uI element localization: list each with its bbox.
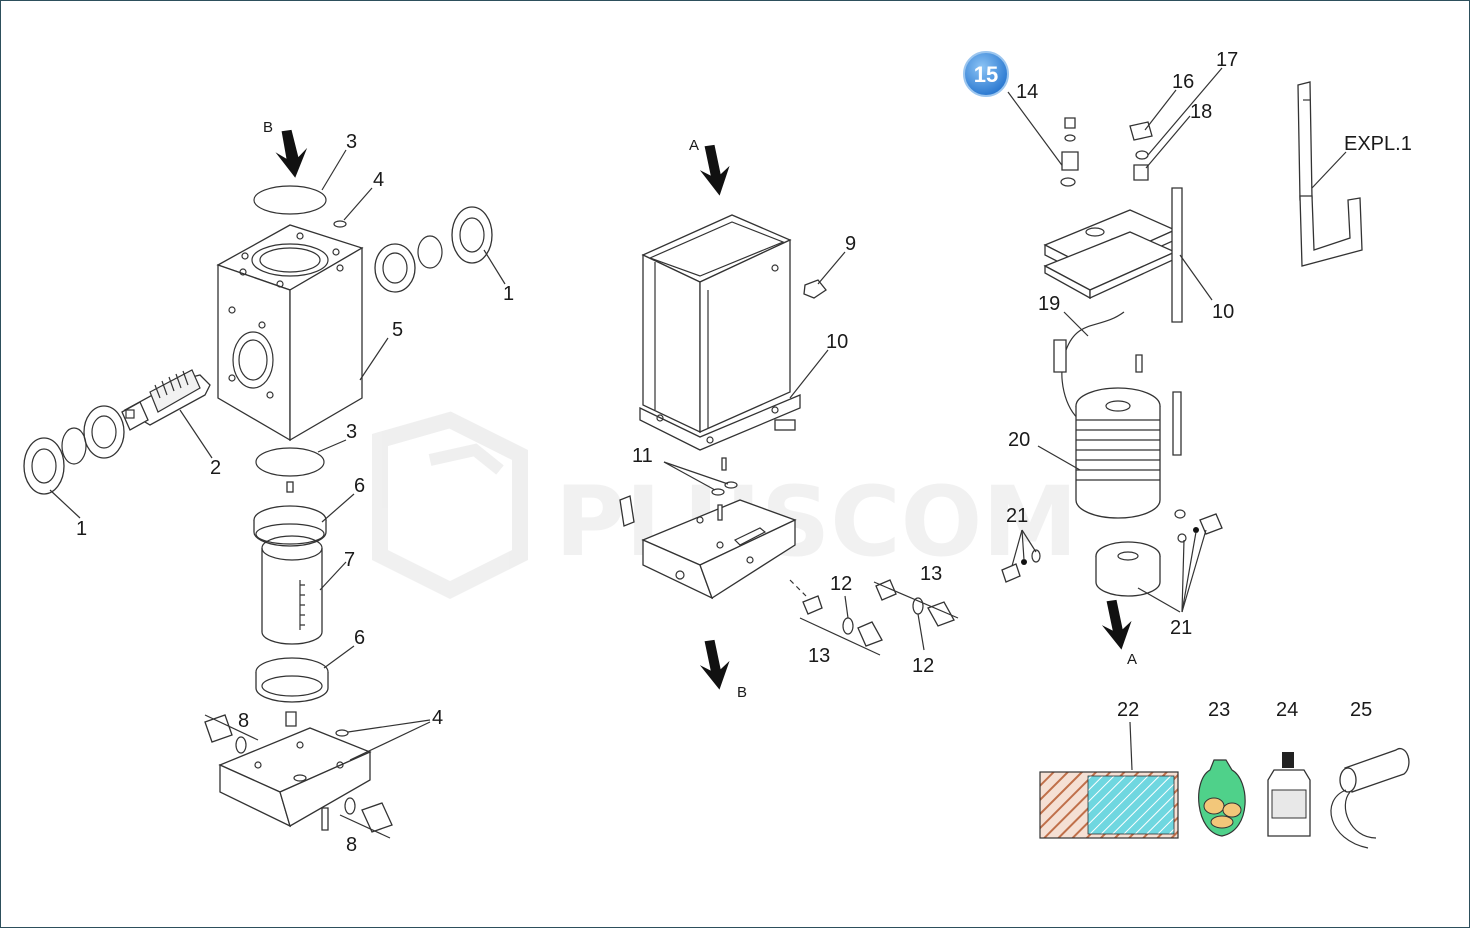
label-10-center: 10 <box>826 331 848 353</box>
armature-21 <box>1095 509 1223 597</box>
watermark: PLUSCOM <box>372 411 1078 599</box>
label-24: 24 <box>1276 699 1298 721</box>
arrow-label-a-bottom: A <box>1127 651 1137 668</box>
label-2: 2 <box>210 457 221 479</box>
label-4-bottom: 4 <box>432 707 443 729</box>
valve-plate-center <box>619 495 797 600</box>
label-23: 23 <box>1208 699 1230 721</box>
glass-7 <box>261 535 323 645</box>
bearing-right <box>374 243 416 293</box>
label-19: 19 <box>1038 293 1060 315</box>
label-7: 7 <box>344 549 355 571</box>
housing-box <box>639 214 801 451</box>
label-13-bottom: 13 <box>808 645 830 667</box>
arrow-b-top <box>275 129 308 178</box>
bearing-left <box>83 405 125 459</box>
label-6-top: 6 <box>354 475 365 497</box>
label-5: 5 <box>392 319 403 341</box>
label-21-right: 21 <box>1170 617 1192 639</box>
label-18: 18 <box>1190 101 1212 123</box>
label-4-top: 4 <box>373 169 384 191</box>
base-plate-left <box>218 711 372 831</box>
o-ring-3-top <box>253 185 327 215</box>
label-21-left: 21 <box>1006 505 1028 527</box>
label-22: 22 <box>1117 699 1139 721</box>
arrow-label-b-bottom: B <box>737 684 747 701</box>
label-1-right: 1 <box>503 283 514 305</box>
pad-22 <box>1039 771 1179 839</box>
nut-9 <box>803 279 827 299</box>
label-9: 9 <box>845 233 856 255</box>
block-5 <box>216 224 364 442</box>
label-8-top: 8 <box>238 710 249 732</box>
bottle-24 <box>1267 752 1311 837</box>
fittings-12-13 <box>789 579 959 656</box>
tool-expl-1 <box>1297 81 1363 267</box>
label-8-bottom: 8 <box>346 834 357 856</box>
label-11: 11 <box>632 445 653 467</box>
shaft-2 <box>121 369 211 431</box>
bag-23 <box>1198 759 1246 837</box>
label-20: 20 <box>1008 429 1030 451</box>
watermark-text: PLUSCOM <box>555 466 1078 578</box>
arrow-b-bottom <box>699 639 730 690</box>
label-3-bottom: 3 <box>346 421 357 443</box>
arrow-label-a-top: A <box>689 137 699 154</box>
fitting-8-top <box>204 714 259 754</box>
right-assembly: 15 14 16 17 18 10 <box>963 49 1412 849</box>
arrow-a-bottom <box>1101 599 1132 650</box>
label-25: 25 <box>1350 699 1372 721</box>
left-assembly: B 3 4 5 1 <box>23 119 514 856</box>
arrow-label-b-top: B <box>263 119 273 136</box>
label-12-top: 12 <box>830 573 852 595</box>
center-assembly: A 10 9 11 <box>619 137 959 701</box>
capacitor-25 <box>1330 747 1410 849</box>
label-14: 14 <box>1016 81 1038 103</box>
arrow-a-top <box>699 144 730 196</box>
label-12-bottom: 12 <box>912 655 934 677</box>
svg-text:15: 15 <box>974 62 998 87</box>
label-3-top: 3 <box>346 131 357 153</box>
label-16: 16 <box>1172 71 1194 93</box>
label-10-right: 10 <box>1212 301 1234 323</box>
label-13-top: 13 <box>920 563 942 585</box>
top-plates-10 <box>1043 187 1183 323</box>
label-expl: EXPL.1 <box>1344 133 1412 155</box>
label-17: 17 <box>1216 49 1238 71</box>
fitting-8-bottom <box>339 797 393 839</box>
label-6-bottom: 6 <box>354 627 365 649</box>
badge-15: 15 <box>963 51 1009 97</box>
washer-1-right <box>451 206 493 264</box>
label-1-left: 1 <box>76 518 87 540</box>
coil-20 <box>1075 354 1182 519</box>
washer-1-left <box>23 437 65 495</box>
